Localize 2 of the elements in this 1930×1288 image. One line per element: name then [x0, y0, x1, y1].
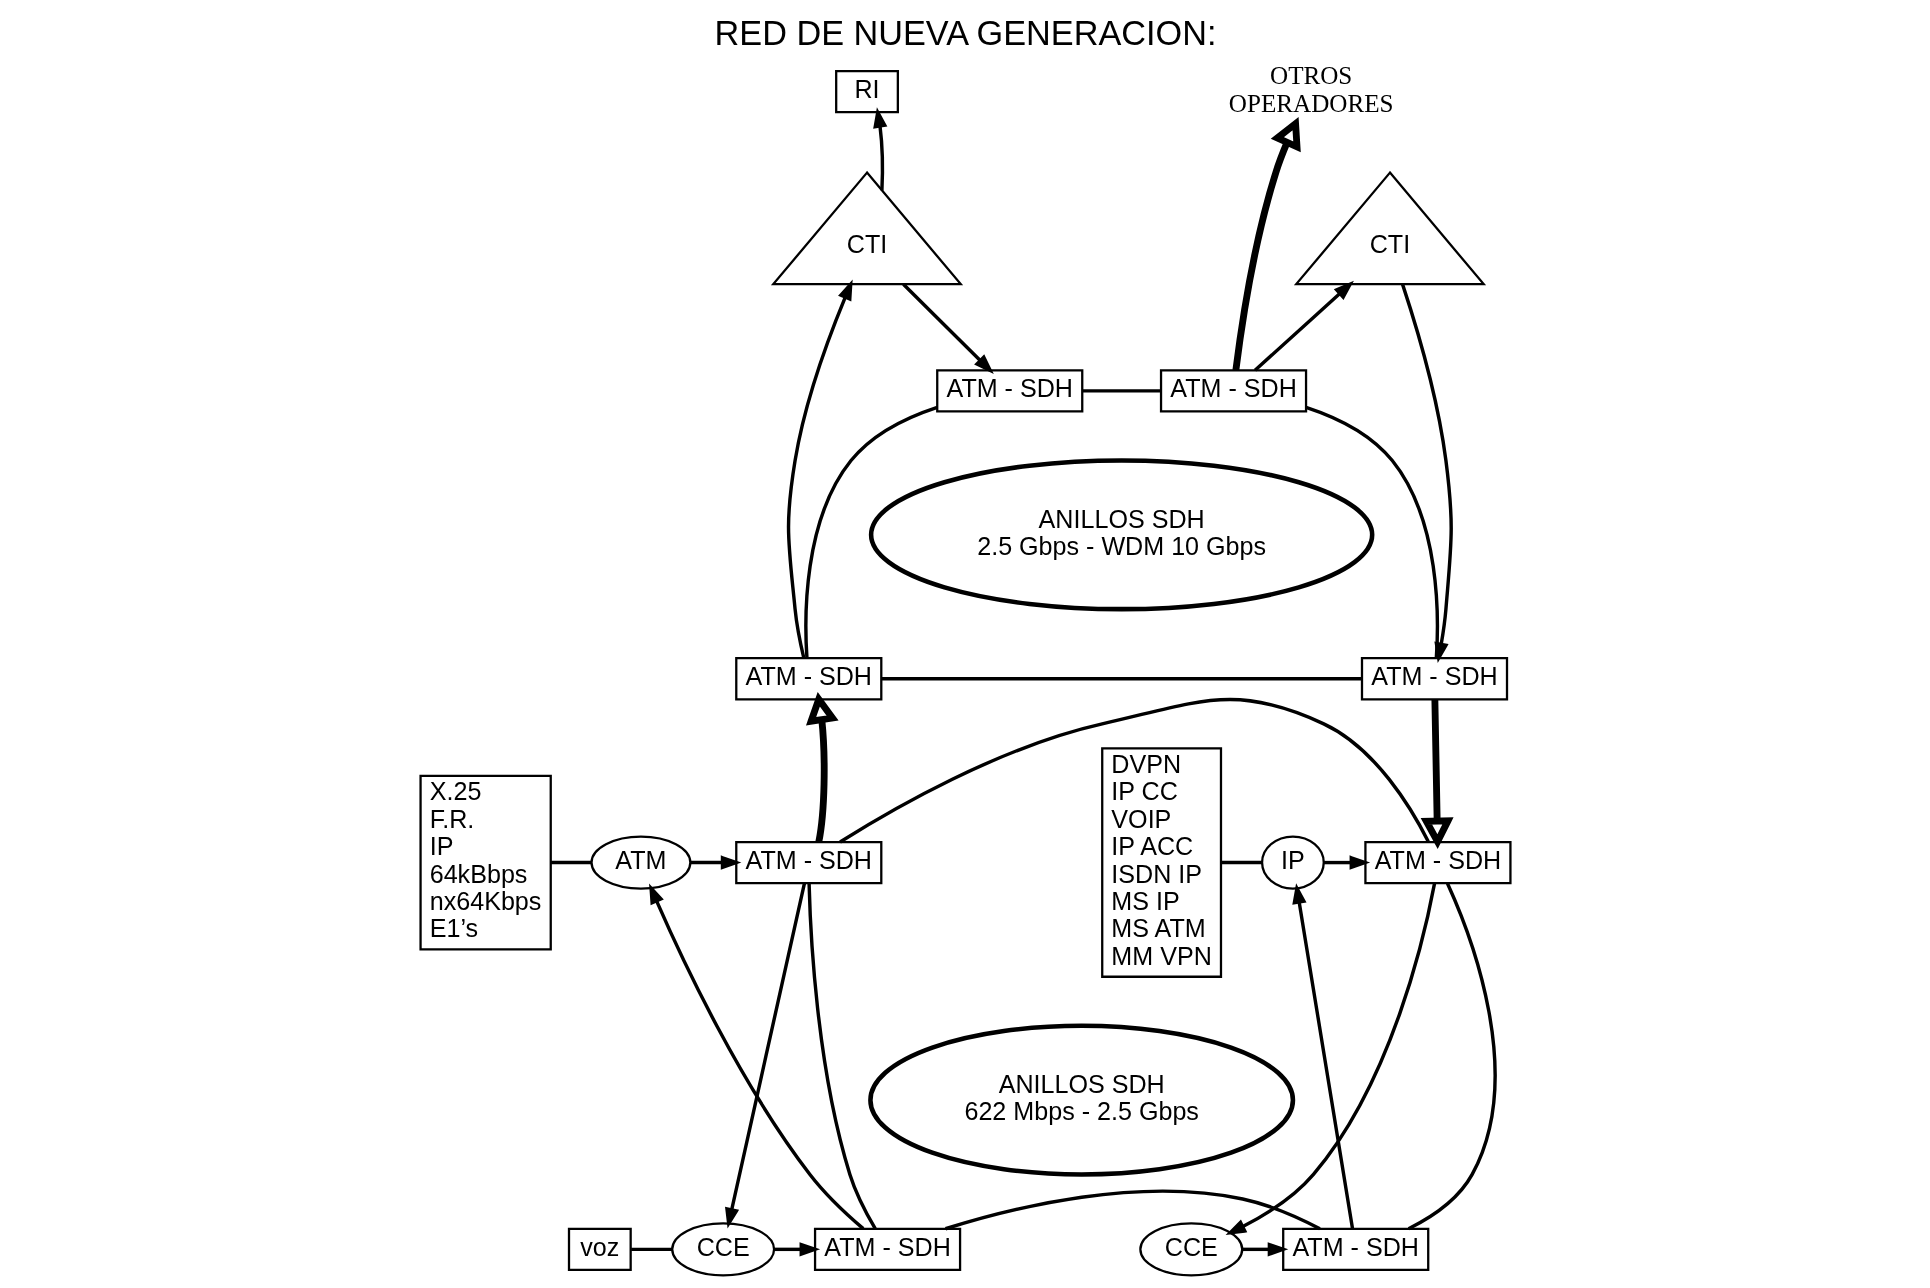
node-text: OTROS OPERADORES — [1228, 62, 1394, 117]
diagram-title: RED DE NUEVA GENERACION: — [714, 13, 1216, 52]
